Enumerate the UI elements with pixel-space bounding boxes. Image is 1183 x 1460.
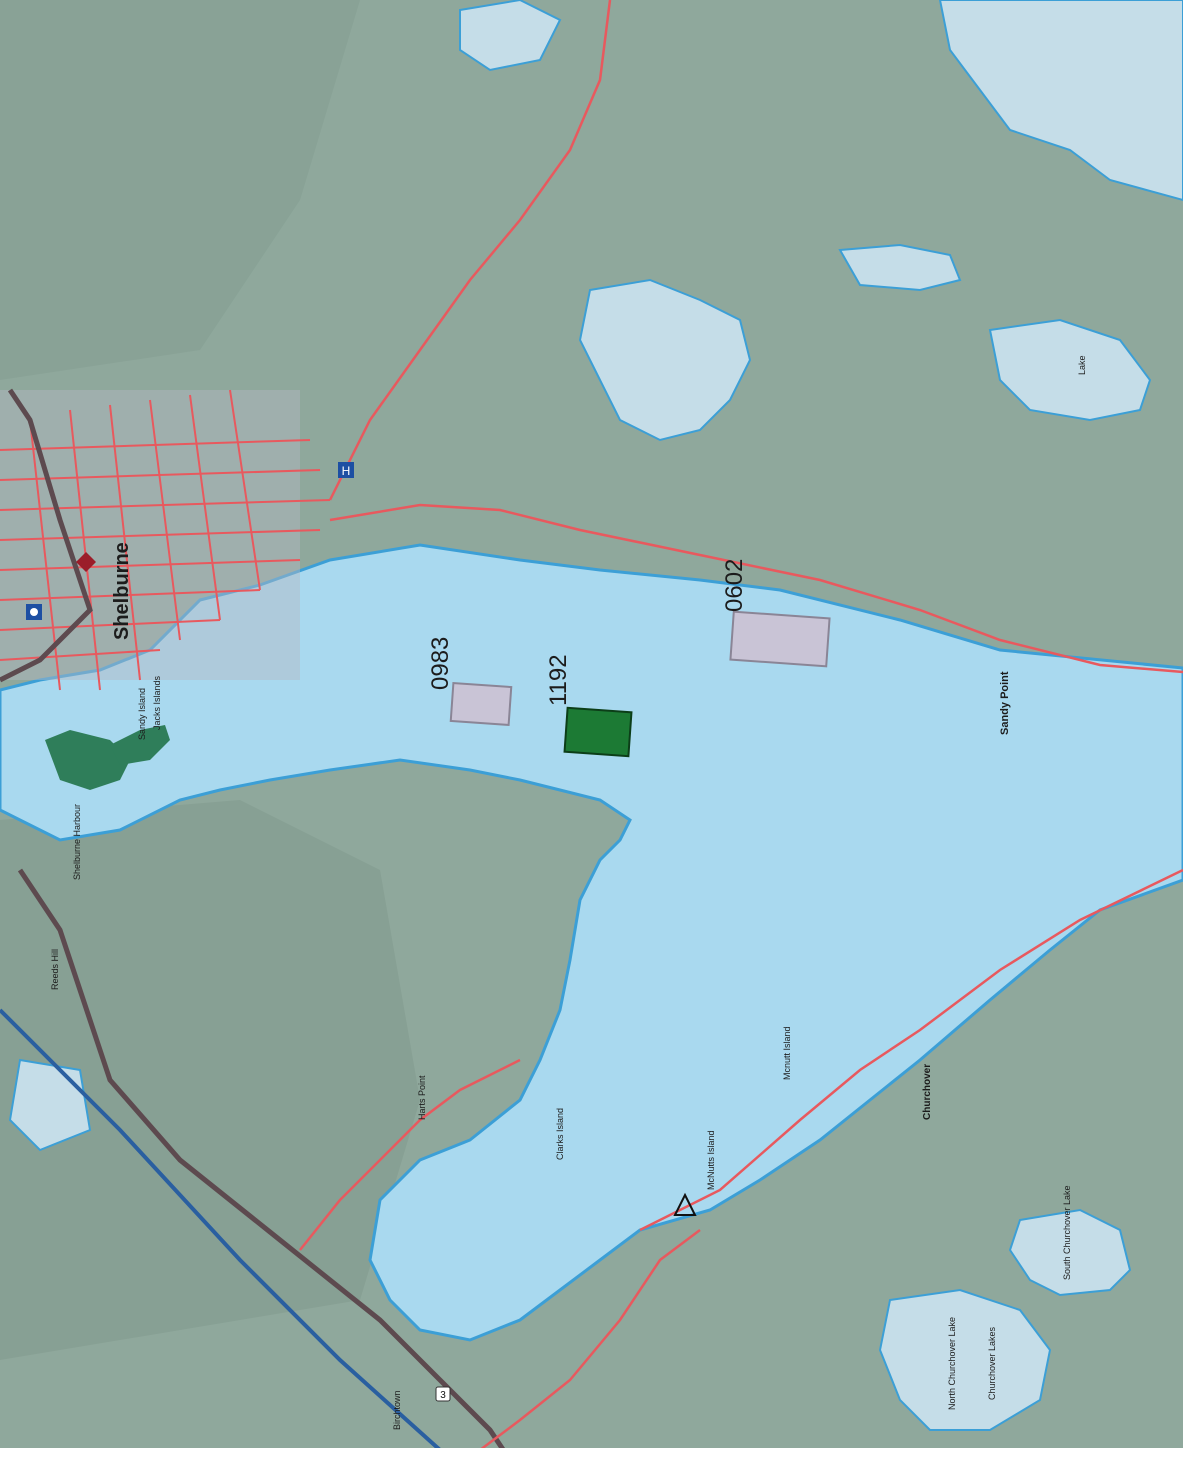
place-birchtown: Birchtown (392, 1390, 402, 1430)
place-harts-point: Harts Point (417, 1075, 427, 1120)
place-mcnutt-island: McNutts Island (706, 1130, 716, 1190)
place-sandy-island: Sandy Island (137, 688, 147, 740)
site-box-0602[interactable] (729, 610, 831, 668)
place-shelburne-harbour: Shelburne Harbour (72, 804, 82, 880)
place-churchover-lakes: Churchover Lakes (987, 1326, 997, 1400)
place-lake-upper-right: Lake (1077, 355, 1087, 375)
bottom-strip (0, 1448, 1183, 1460)
site-1192[interactable]: 1192 (545, 654, 633, 758)
lake-east (988, 318, 1152, 422)
railway-line (0, 1008, 442, 1452)
lake-top-middle (459, 0, 562, 72)
tourism-icon[interactable] (26, 604, 42, 620)
campground-icon[interactable] (673, 1192, 697, 1216)
site-label-0602: 0602 (721, 559, 748, 612)
place-churchover: Churchover (922, 1064, 933, 1120)
site-0602[interactable]: 0602 (721, 559, 831, 668)
land-relief-south (0, 800, 420, 1360)
place-mcnutt-island-2: Mcnutt Island (782, 1026, 792, 1080)
lake-north-churchover (878, 1288, 1052, 1431)
highway-road (0, 388, 93, 683)
park-area-2 (110, 725, 170, 765)
site-label-0983: 0983 (427, 637, 454, 690)
site-box-0983[interactable] (449, 681, 513, 727)
lake-small-north (838, 243, 962, 292)
place-jacks-islands: Jacks Islands (152, 675, 162, 730)
lake-south-churchover (1008, 1208, 1132, 1297)
coastal-roads (299, 0, 1183, 1451)
highway-103 (17, 868, 513, 1460)
place-clarks-island: Clarks Island (555, 1108, 565, 1160)
place-sandy-point: Sandy Point (999, 671, 1011, 735)
site-box-1192[interactable] (563, 706, 633, 758)
route-number: 3 (440, 1390, 446, 1401)
site-label-1192: 1192 (545, 654, 572, 706)
route-shield: 3 (435, 1386, 451, 1402)
place-reeds-hill: Reeds Hill (50, 949, 60, 990)
svg-text:H: H (342, 464, 351, 478)
lake-top-right (938, 0, 1183, 202)
park-area (45, 730, 130, 790)
lake-middle (578, 278, 752, 442)
place-north-churchover-lake: North Churchover Lake (947, 1317, 957, 1410)
place-south-churchover-lake: South Churchover Lake (1062, 1185, 1072, 1280)
hospital-icon[interactable]: H (338, 462, 354, 478)
land-relief (0, 0, 360, 380)
site-0983[interactable]: 0983 (427, 637, 513, 727)
town-label: Shelburne (111, 542, 133, 640)
church-icon[interactable] (76, 552, 96, 572)
